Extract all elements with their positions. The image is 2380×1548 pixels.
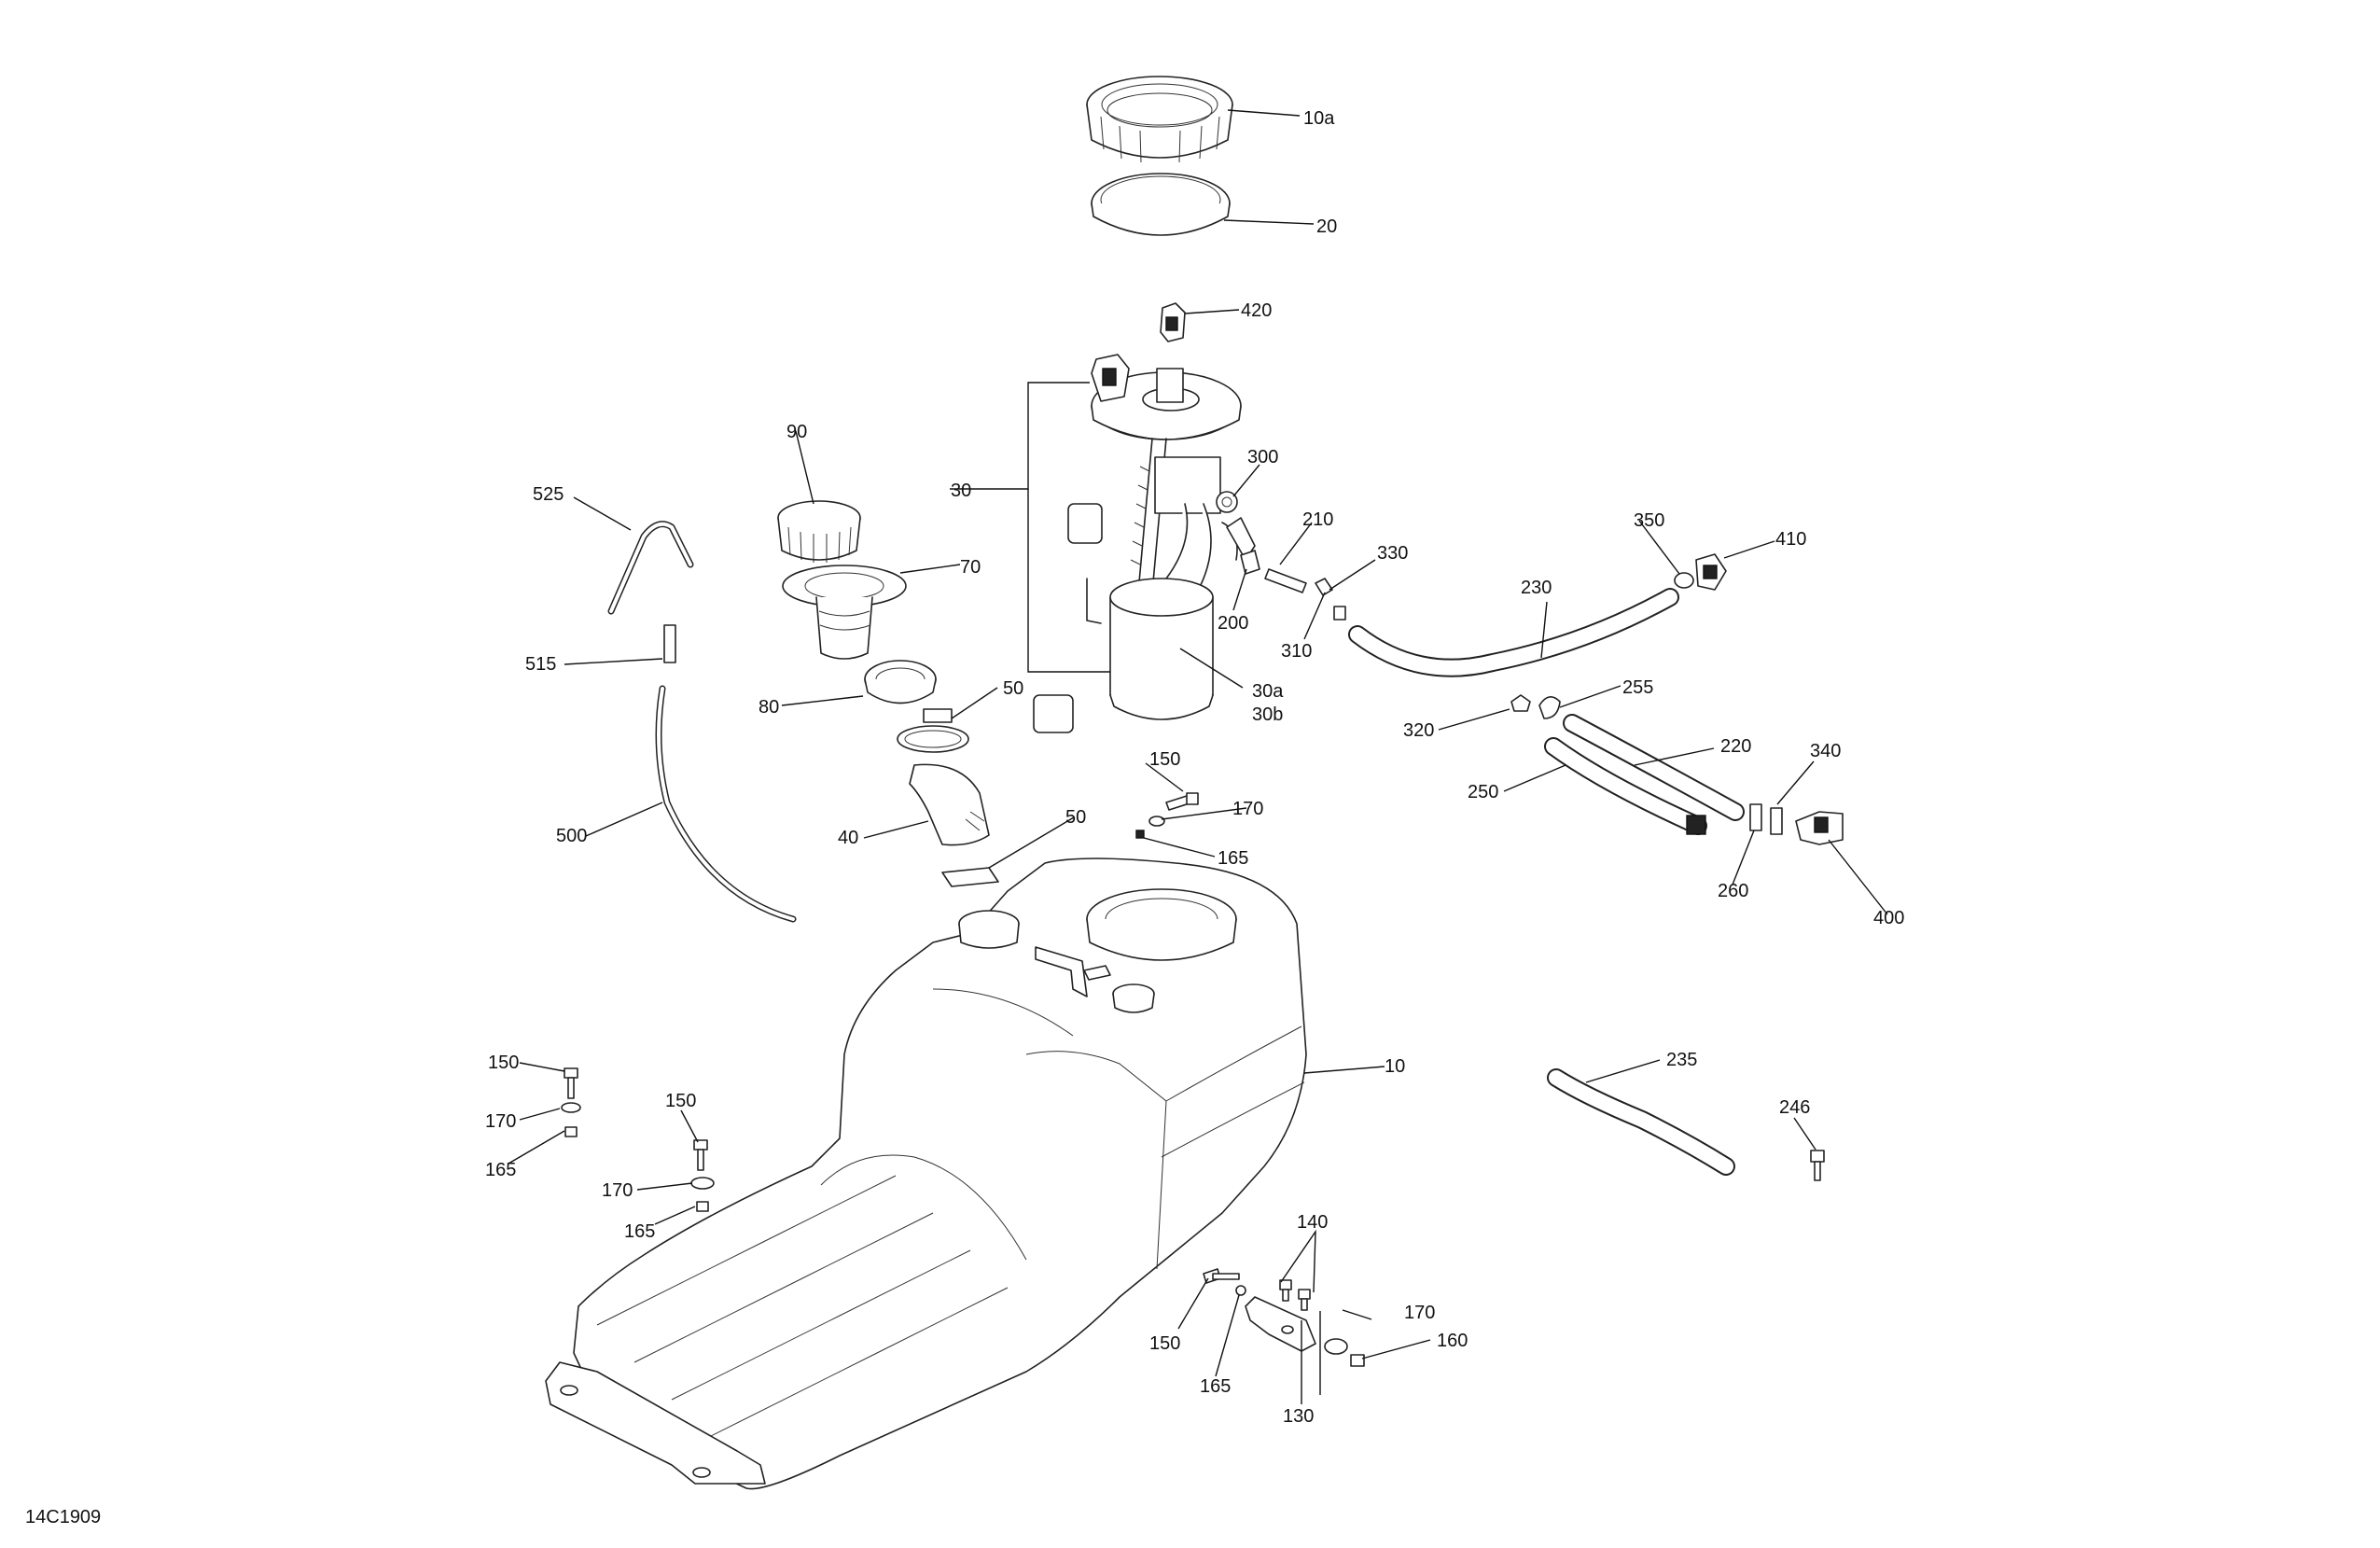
callout-label: 246 <box>1779 1097 1810 1118</box>
part-bracket-and-fasteners <box>1203 1268 1365 1367</box>
part-fitting-200-210 <box>1226 517 1307 593</box>
callout-label: 330 <box>1377 543 1408 564</box>
callout-label: 40 <box>838 828 858 848</box>
callout-label: 30b <box>1252 704 1283 725</box>
callout-label: 250 <box>1468 782 1498 802</box>
part-connector-350-410 <box>1674 553 1727 591</box>
part-hose-clamp-50a <box>897 708 969 753</box>
part-filler-neck <box>782 565 907 660</box>
callout-label: 300 <box>1247 447 1278 467</box>
part-clamp-330 <box>1315 578 1346 621</box>
callout-label: 20 <box>1316 216 1337 237</box>
callout-label: 170 <box>1404 1303 1435 1323</box>
callout-label: 200 <box>1218 613 1248 634</box>
callout-label: 260 <box>1718 881 1748 901</box>
callout-label: 50 <box>1003 678 1023 699</box>
callout-label: 210 <box>1302 509 1333 530</box>
callout-label: 220 <box>1720 736 1751 757</box>
leader-lines <box>508 109 1888 1404</box>
callout-label: 515 <box>525 654 556 675</box>
callout-label: 500 <box>556 826 587 846</box>
callout-label: 525 <box>533 484 564 505</box>
callout-label: 340 <box>1810 741 1841 761</box>
callout-label: 150 <box>665 1091 696 1111</box>
callout-label: 410 <box>1775 529 1806 550</box>
callout-label: 170 <box>1232 799 1263 819</box>
drawing-code: 14C1909 <box>25 1507 101 1527</box>
callout-label: 165 <box>1218 848 1248 869</box>
part-bolt-washer-nut-group-a <box>1135 792 1199 839</box>
callout-label: 10a <box>1303 108 1335 129</box>
part-filler-hose <box>909 763 990 846</box>
callout-label: 10 <box>1385 1056 1405 1077</box>
part-vent-line <box>607 521 797 923</box>
part-fuel-hoses-220-250 <box>1544 714 1745 835</box>
part-seal-ring <box>1091 173 1231 236</box>
callout-label: 160 <box>1437 1331 1468 1351</box>
callout-label: 420 <box>1241 300 1272 321</box>
part-clamp-ring-80 <box>864 660 937 704</box>
callout-label: 170 <box>485 1111 516 1132</box>
callout-label: 320 <box>1403 720 1434 741</box>
part-fuel-hose-230 <box>1348 588 1679 677</box>
callout-labels: 10a 20 420 90 30 300 525 70 210 330 350 … <box>25 108 1904 1527</box>
callout-label: 255 <box>1622 677 1653 698</box>
part-fuel-tank <box>545 858 1307 1490</box>
part-connector-420 <box>1160 302 1186 342</box>
callout-label: 170 <box>602 1180 633 1201</box>
callout-label: 350 <box>1634 510 1664 531</box>
part-hose-clamp-50b <box>941 867 999 887</box>
callout-label: 30a <box>1252 681 1284 702</box>
part-bolt-washer-nut-group-c <box>690 1139 715 1212</box>
part-filler-cap <box>777 500 861 563</box>
part-bolt-washer-nut-group-b <box>561 1067 581 1137</box>
callout-label: 90 <box>786 422 807 442</box>
callout-label: 150 <box>1149 1333 1180 1354</box>
callout-label: 50 <box>1065 807 1086 828</box>
callout-label: 80 <box>759 697 779 718</box>
callout-label: 400 <box>1873 908 1904 928</box>
callout-label: 165 <box>624 1221 655 1242</box>
callout-label: 150 <box>488 1053 519 1073</box>
part-clamp-300 <box>1216 491 1238 513</box>
part-vent-hose-235 <box>1547 1068 1735 1176</box>
callout-label: 140 <box>1297 1212 1328 1233</box>
callout-label: 130 <box>1283 1406 1314 1427</box>
callout-label: 30 <box>951 481 971 501</box>
part-bolt-246 <box>1810 1150 1825 1181</box>
part-lock-ring <box>1086 76 1233 163</box>
callout-label: 165 <box>485 1160 516 1180</box>
callout-label: 310 <box>1281 641 1312 662</box>
callout-label: 165 <box>1200 1376 1231 1397</box>
callout-label: 230 <box>1521 578 1552 598</box>
callout-label: 150 <box>1149 749 1180 770</box>
part-fittings-260-340-400 <box>1749 803 1844 845</box>
part-clamp-320-255 <box>1510 694 1561 719</box>
callout-label: 235 <box>1666 1050 1697 1070</box>
part-fuel-pump-module <box>1033 354 1242 733</box>
callout-label: 70 <box>960 557 981 578</box>
